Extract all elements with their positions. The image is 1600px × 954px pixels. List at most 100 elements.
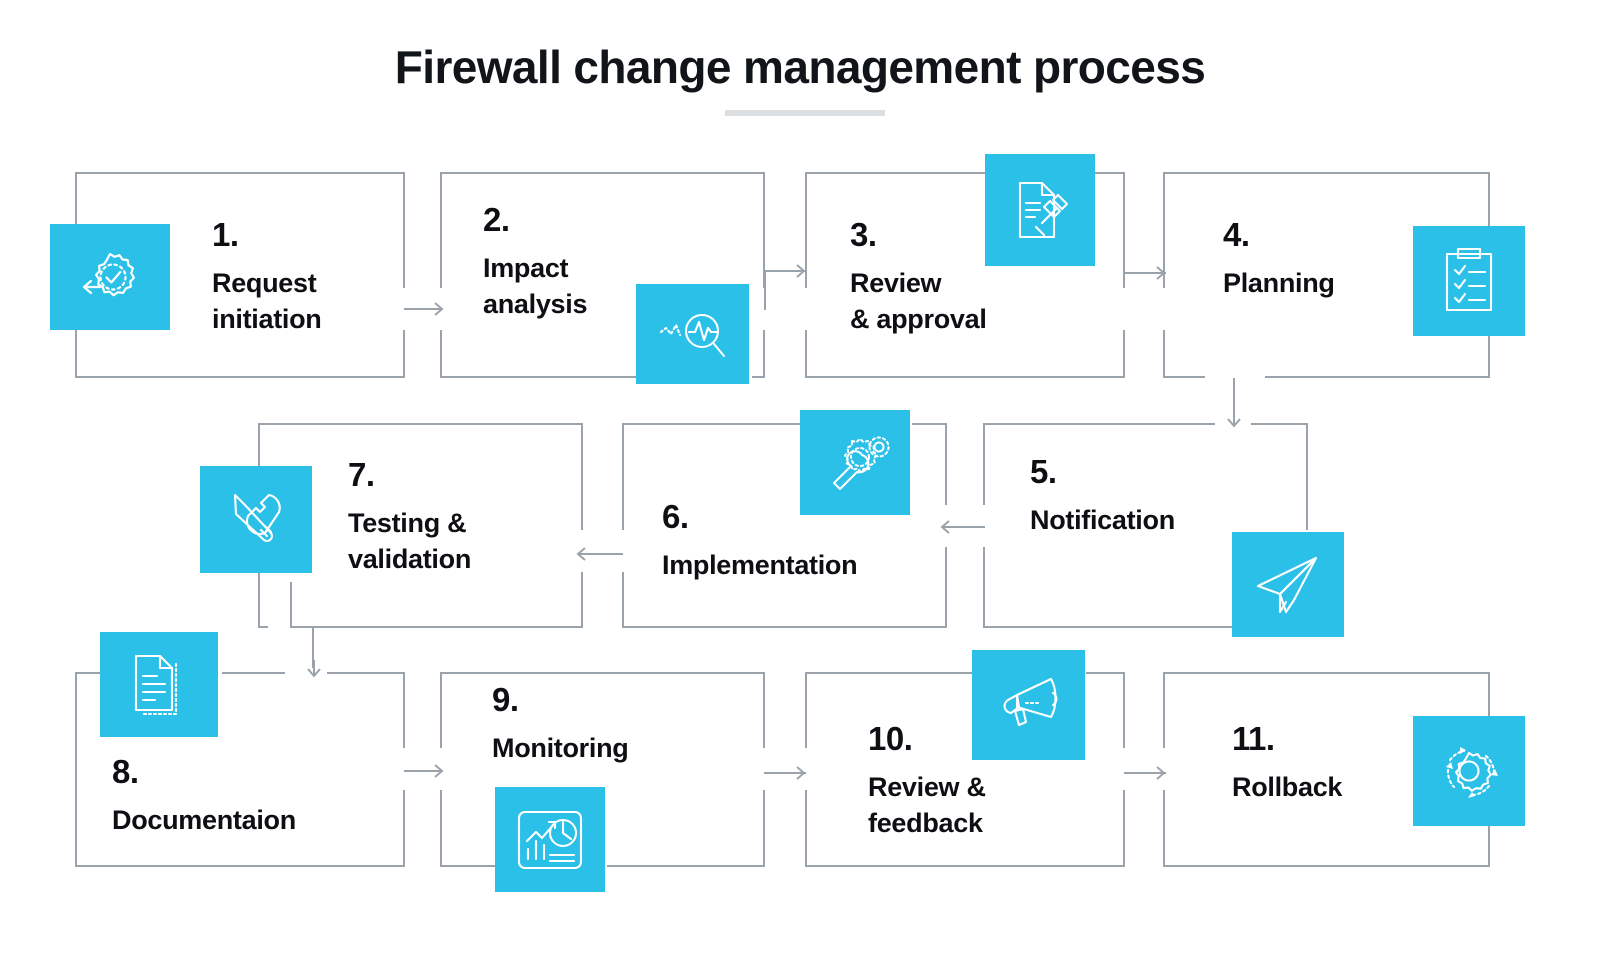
border-gap — [1123, 748, 1129, 790]
paper-plane-icon — [1252, 552, 1324, 618]
page-title: Firewall change management process — [394, 41, 1206, 93]
wrench-gears-icon — [818, 431, 892, 495]
step-number: 7. — [348, 456, 375, 493]
border-gap — [763, 748, 769, 790]
wrench-screwdriver-icon — [221, 485, 291, 555]
dashboard-chart-icon — [514, 807, 586, 873]
connector-7-8-vertical-a — [290, 582, 292, 628]
step-number: 11. — [1232, 720, 1275, 757]
arrow-2-to-3 — [786, 260, 808, 282]
step-text-3: 3. Review & approval — [850, 216, 987, 338]
step-label: Planning — [1223, 265, 1335, 301]
step-text-7: 7. Testing & validation — [348, 456, 472, 578]
tile-step-2[interactable] — [636, 284, 749, 384]
step-number: 6. — [662, 498, 689, 535]
border-gap — [1161, 748, 1167, 790]
step-label-line1: Monitoring — [492, 732, 629, 763]
step-label-line1: Impact — [483, 252, 569, 283]
step-label: Documentaion — [112, 802, 296, 838]
connector-2-3-horizontal — [764, 270, 806, 272]
arrow-7-to-8 — [303, 658, 325, 680]
connector-7-8-horizontal — [290, 626, 314, 628]
step-label: Impact analysis — [483, 250, 587, 323]
step-number: 1. — [212, 216, 239, 253]
step-number: 4. — [1223, 216, 1250, 253]
step-label-line2: analysis — [483, 289, 588, 320]
tile-step-3[interactable] — [985, 154, 1095, 266]
step-text-1: 1. Request initiation — [212, 216, 322, 338]
border-gap — [1123, 288, 1129, 330]
step-label-line1: Planning — [1223, 267, 1335, 298]
step-label-line1: Implementation — [662, 549, 858, 580]
magnifier-pulse-icon — [657, 303, 729, 365]
step-text-5: 5. Notification — [1030, 453, 1175, 538]
border-gap — [803, 288, 809, 330]
step-label: Request initiation — [212, 265, 322, 338]
arrow-3-to-4 — [1146, 262, 1168, 284]
arrow-9-to-10 — [786, 762, 808, 784]
gear-check-arrow-icon — [73, 240, 147, 314]
border-gap — [620, 530, 626, 572]
step-label-line2: validation — [348, 544, 472, 575]
step-label-line2: initiation — [212, 304, 322, 335]
step-label-line1: Review & — [868, 771, 986, 802]
step-label-line1: Rollback — [1232, 771, 1343, 802]
border-gap — [285, 668, 327, 678]
step-label: Review & approval — [850, 265, 987, 338]
connector-9-10-horizontal — [764, 772, 806, 774]
step-text-4: 4. Planning — [1223, 216, 1335, 301]
step-label: Implementation — [662, 547, 858, 583]
connector-6-7-horizontal — [585, 553, 623, 555]
title-divider — [725, 110, 885, 116]
border-gap — [763, 288, 769, 330]
step-text-2: 2. Impact analysis — [483, 202, 587, 323]
tile-step-9[interactable] — [495, 787, 605, 892]
tile-step-4[interactable] — [1413, 226, 1525, 336]
arrow-8-to-9 — [424, 760, 446, 782]
document-gavel-icon — [1006, 175, 1074, 245]
arrow-1-to-2 — [424, 298, 446, 320]
step-label: Rollback — [1232, 769, 1342, 805]
step-number: 5. — [1030, 453, 1057, 490]
step-text-8: 8. Documentaion — [112, 753, 296, 838]
tile-step-6[interactable] — [800, 410, 910, 515]
tile-step-5[interactable] — [1232, 532, 1344, 637]
tile-step-1[interactable] — [50, 224, 170, 330]
step-label: Review & feedback — [868, 769, 986, 842]
step-text-6: 6. Implementation — [662, 498, 858, 583]
connector-5-6-horizontal — [947, 526, 985, 528]
step-label-line1: Review — [850, 267, 942, 298]
step-number: 10. — [868, 720, 913, 757]
tile-step-11[interactable] — [1413, 716, 1525, 826]
tile-step-8[interactable] — [100, 632, 218, 737]
arrow-4-to-5 — [1223, 408, 1245, 430]
connector-1-2-horizontal — [404, 308, 440, 310]
megaphone-icon — [993, 673, 1065, 737]
arrow-5-to-6 — [938, 516, 960, 538]
step-number: 3. — [850, 216, 877, 253]
step-label-line2: & approval — [850, 304, 987, 335]
connector-10-11-horizontal — [1124, 772, 1166, 774]
connector-8-9-horizontal — [404, 770, 440, 772]
step-label: Notification — [1030, 502, 1175, 538]
tile-step-10[interactable] — [972, 650, 1085, 760]
tile-step-7[interactable] — [200, 466, 312, 573]
border-gap — [403, 748, 409, 790]
connector-2-3-vertical — [764, 270, 766, 310]
border-gap — [1205, 374, 1265, 382]
step-label-line2: feedback — [868, 808, 983, 839]
border-gap — [268, 624, 314, 632]
border-gap — [581, 530, 587, 572]
step-text-9: 9. Monitoring — [492, 681, 629, 766]
step-box-3[interactable] — [805, 172, 1125, 378]
border-gap — [803, 748, 809, 790]
step-number: 8. — [112, 753, 139, 790]
step-number: 9. — [492, 681, 519, 718]
arrow-10-to-11 — [1146, 762, 1168, 784]
step-label-line1: Testing & — [348, 507, 467, 538]
connector-7-8-vertical-b — [312, 626, 314, 668]
step-text-11: 11. Rollback — [1232, 720, 1342, 805]
step-label-line1: Documentaion — [112, 804, 296, 835]
step-label-line1: Notification — [1030, 504, 1175, 535]
